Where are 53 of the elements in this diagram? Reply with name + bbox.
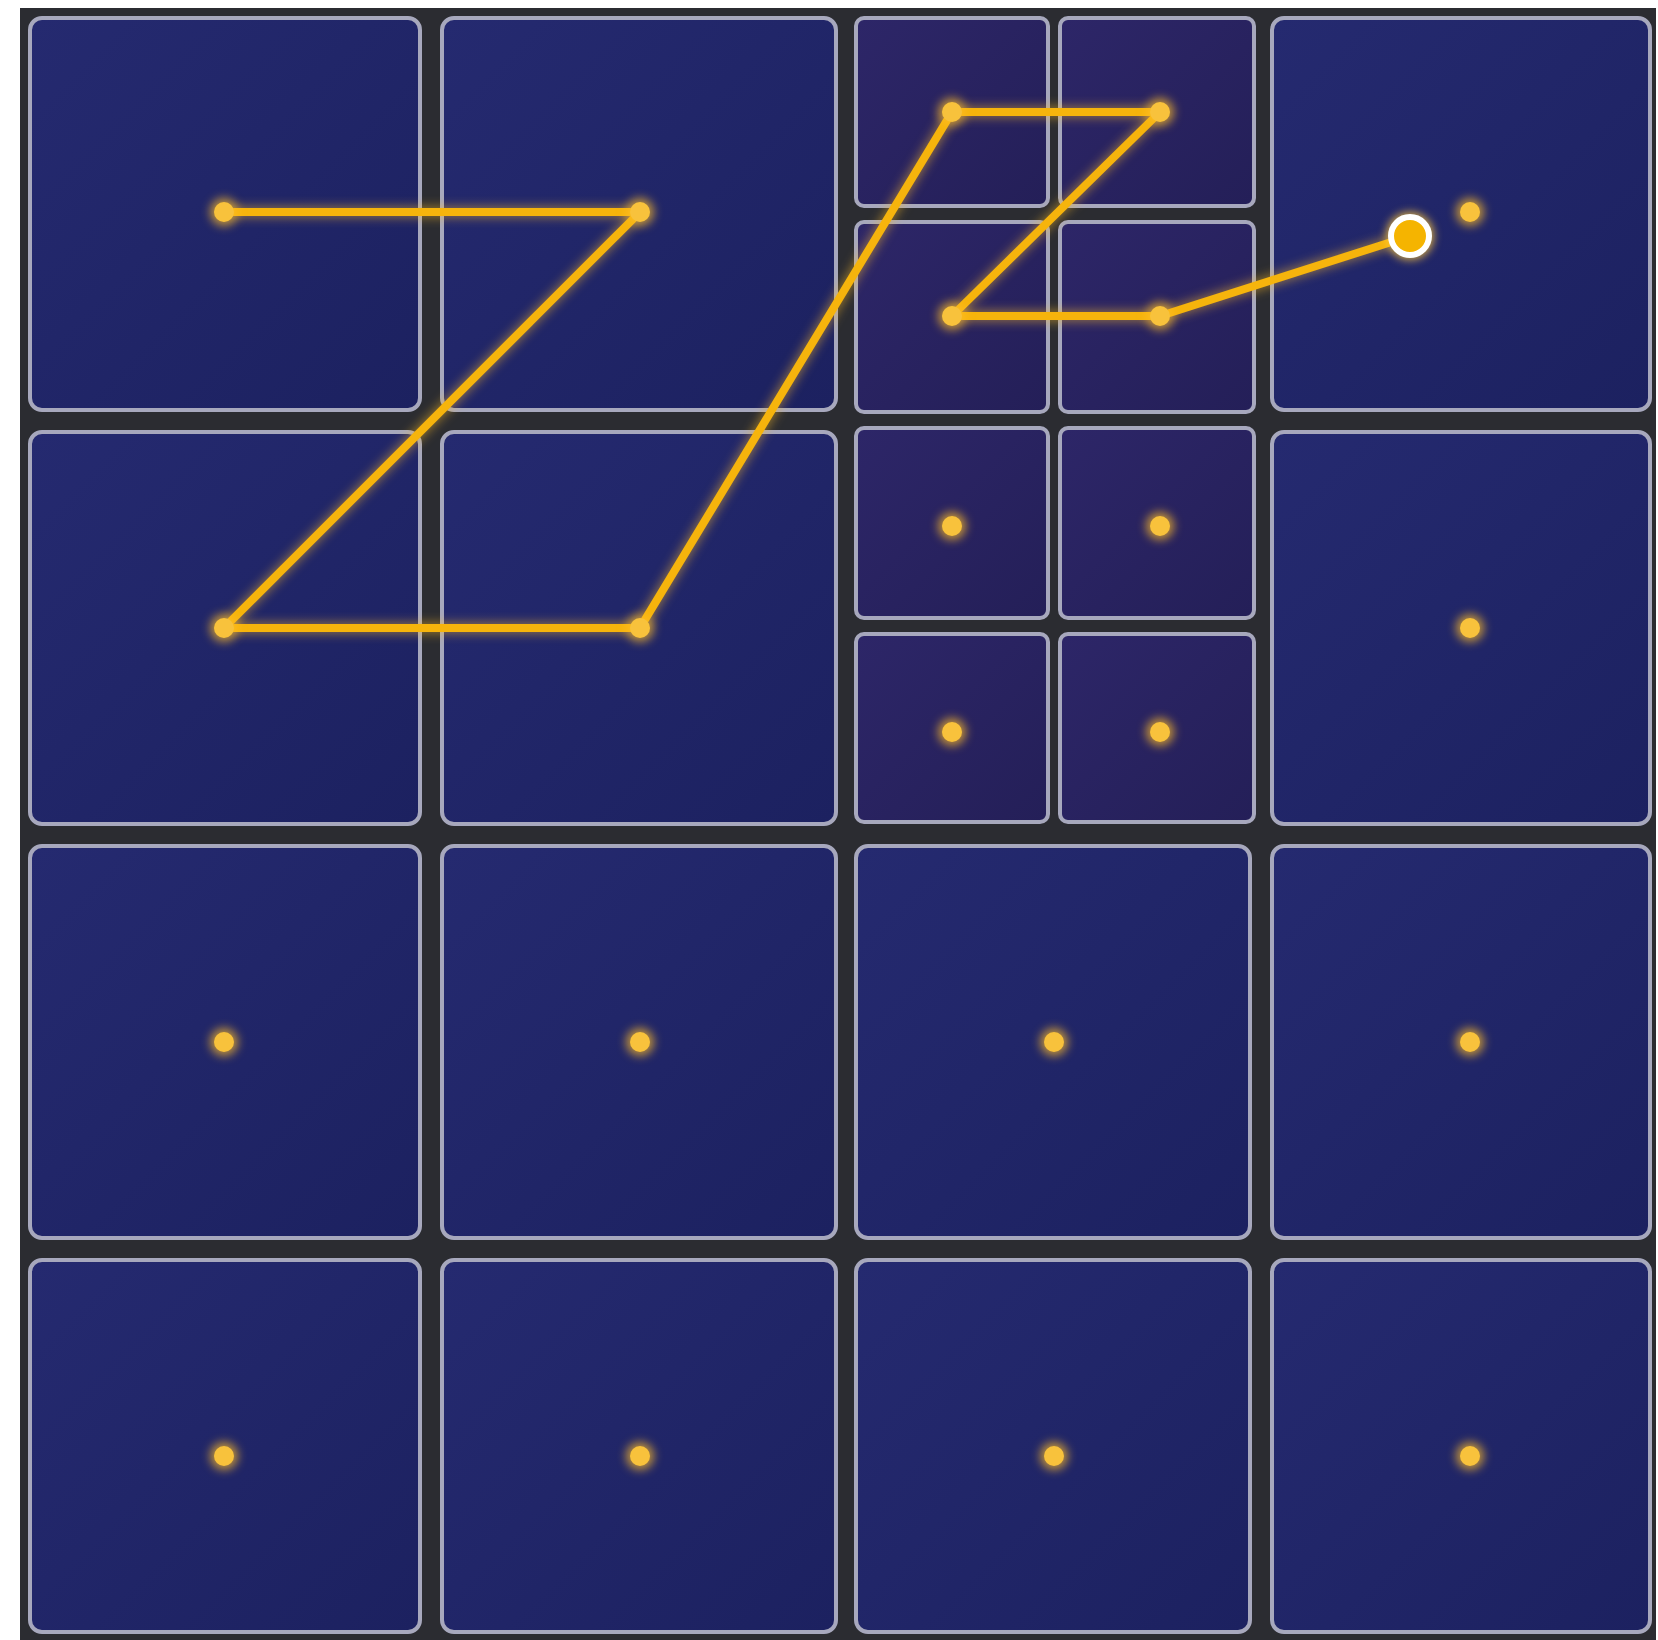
- grid-cell: [854, 16, 1050, 208]
- path-line: [230, 208, 634, 216]
- point-dot: [1150, 102, 1170, 122]
- point-dot: [1044, 1446, 1064, 1466]
- point-dot: [1460, 1446, 1480, 1466]
- grid-cell: [1058, 16, 1256, 208]
- point-dot: [1460, 202, 1480, 222]
- grid-cell: [28, 844, 422, 1240]
- grid-cell: [28, 430, 422, 826]
- path-line: [955, 115, 1157, 313]
- point-dot: [942, 722, 962, 742]
- grid-cell: [854, 632, 1050, 824]
- grid-cell: [1058, 632, 1256, 824]
- grid-cell: [1270, 16, 1652, 412]
- grid-cell: [854, 220, 1050, 414]
- path-line: [641, 116, 951, 624]
- point-dot: [1150, 306, 1170, 326]
- path-line: [958, 108, 1154, 116]
- path-line: [227, 215, 637, 625]
- point-dot: [630, 202, 650, 222]
- point-dot: [214, 618, 234, 638]
- point-dot: [214, 1032, 234, 1052]
- grid-cell: [28, 1258, 422, 1634]
- point-dot: [942, 516, 962, 536]
- point-dot: [214, 202, 234, 222]
- grid-cell: [1270, 430, 1652, 826]
- grid-cell: [440, 844, 838, 1240]
- point-dot: [630, 1446, 650, 1466]
- grid-cell: [1270, 1258, 1652, 1634]
- current-point-marker: [1388, 214, 1432, 258]
- point-dot: [942, 306, 962, 326]
- grid-cell: [440, 1258, 838, 1634]
- grid-cell: [854, 1258, 1252, 1634]
- grid-cell: [440, 430, 838, 826]
- point-dot: [214, 1446, 234, 1466]
- point-dot: [1460, 1032, 1480, 1052]
- grid-cell: [440, 16, 838, 412]
- grid-cell: [1058, 220, 1256, 414]
- grid-cell: [1058, 426, 1256, 620]
- grid-cell: [854, 426, 1050, 620]
- grid-cell: [1270, 844, 1652, 1240]
- grid-cell: [854, 844, 1252, 1240]
- point-dot: [630, 618, 650, 638]
- path-line: [1165, 238, 1394, 317]
- point-dot: [1150, 516, 1170, 536]
- grid-cell: [28, 16, 422, 412]
- point-dot: [1044, 1032, 1064, 1052]
- path-line: [230, 624, 634, 632]
- point-dot: [1460, 618, 1480, 638]
- path-line: [958, 312, 1154, 320]
- point-dot: [1150, 722, 1170, 742]
- point-dot: [630, 1032, 650, 1052]
- point-dot: [942, 102, 962, 122]
